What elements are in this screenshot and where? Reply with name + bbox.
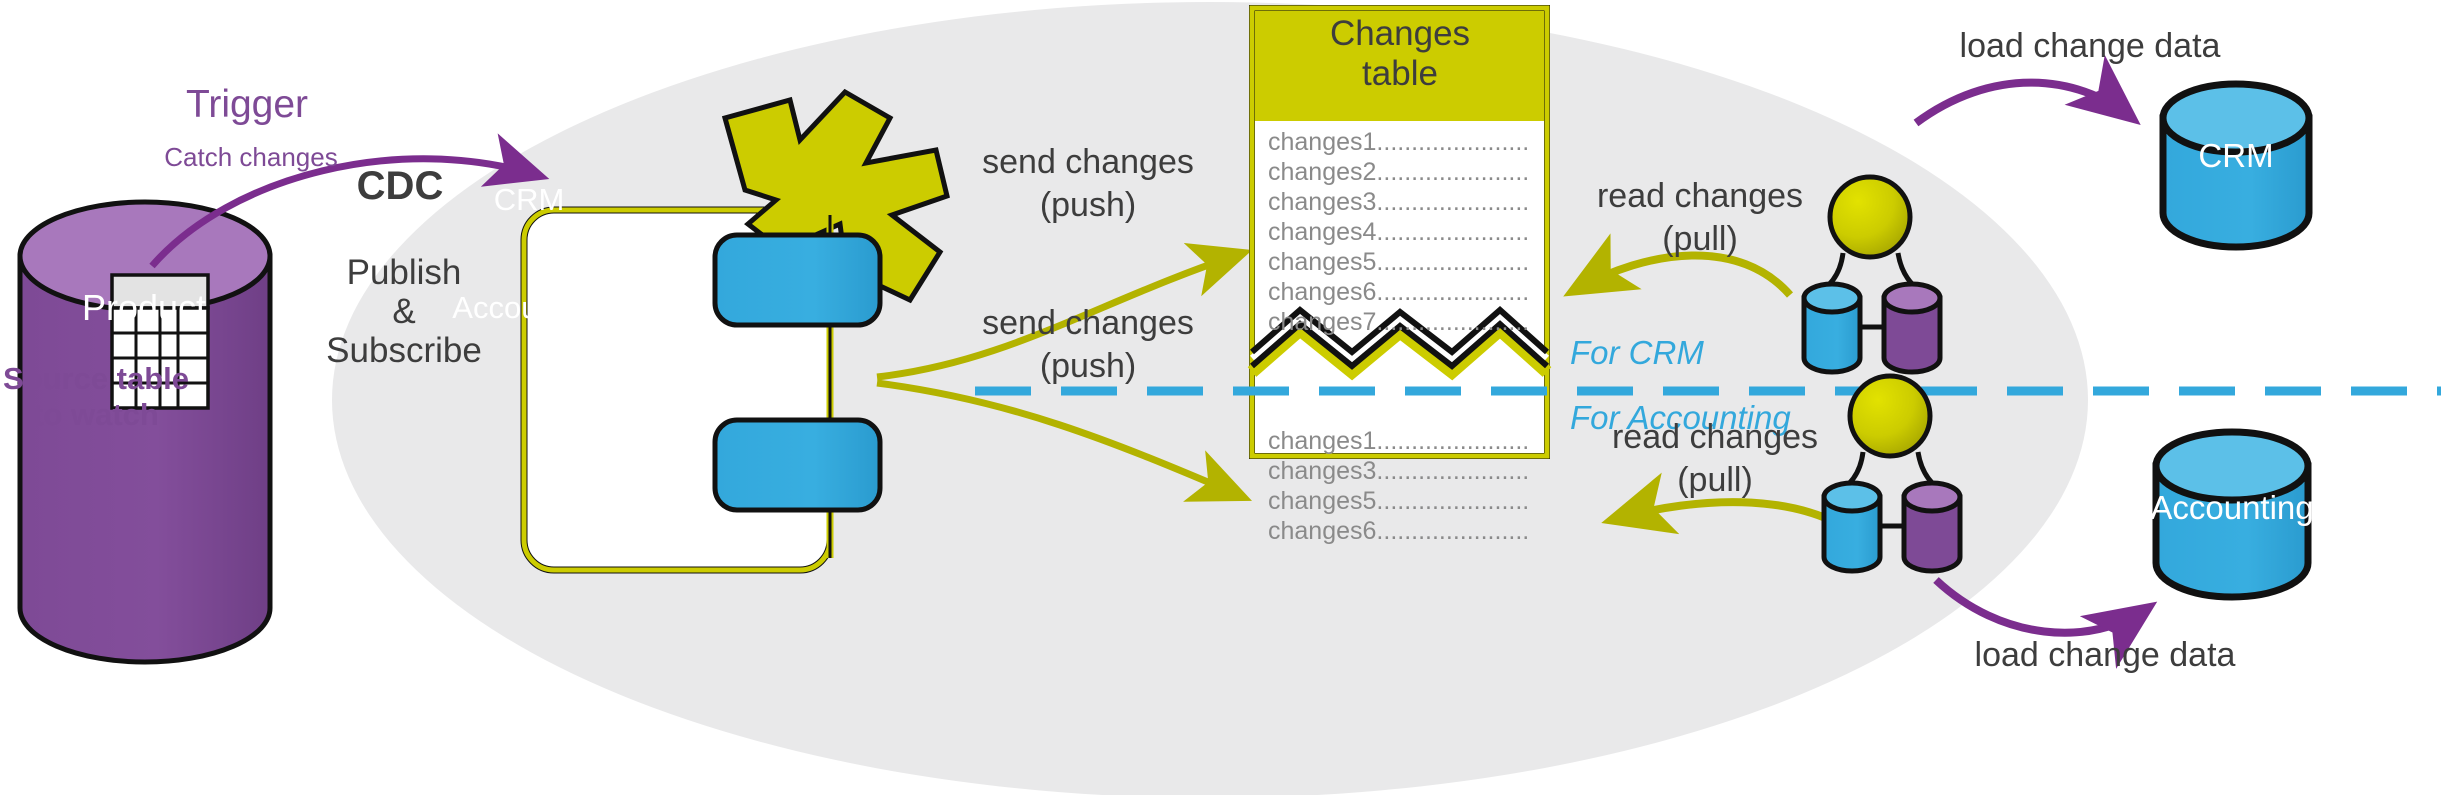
load-arrow-accounting [1933, 577, 2158, 669]
changes-table-title-line1: Changes [1329, 14, 1471, 53]
target-cylinder-accounting [2152, 428, 2312, 601]
changes-table-title-line2: table [1362, 54, 1438, 93]
trigger-arrow [149, 133, 550, 269]
target-label-accounting: Accounting [2150, 489, 2314, 526]
catch-changes-label: Catch changes [164, 142, 338, 172]
changes-row-crm-0: changes1...................... [1268, 128, 1530, 156]
changes-row-crm-2: changes3...................... [1268, 188, 1530, 216]
load-arrow-crm [1913, 54, 2141, 127]
etl-agent-crm [1801, 174, 1943, 375]
changes-row-acct-1: changes3...................... [1268, 457, 1530, 485]
topic-accounting-label[interactable]: Accounting [452, 290, 606, 325]
push-label-accounting-line2: (push) [1039, 347, 1137, 385]
topic-accounting [712, 417, 883, 513]
read-label-crm-line2: (pull) [1662, 220, 1738, 258]
push-arrow-crm [876, 243, 1253, 381]
product-cylinder-label: Product [81, 287, 207, 328]
cdc-subtitle-line1: Publish [346, 253, 462, 292]
changes-row-acct-0: changes1...................... [1268, 427, 1530, 455]
source-caption-line2: to watch [33, 397, 159, 432]
cdc-title: CDC [356, 164, 444, 208]
changes-row-acct-3: changes6...................... [1268, 517, 1530, 545]
cdc-subtitle-line3: Subscribe [326, 331, 482, 370]
cdc-subtitle-line2: & [392, 292, 416, 331]
torn-separator [1247, 321, 1552, 381]
load-label-crm: load change data [1959, 27, 2221, 65]
source-caption-line1: Source table [2, 361, 190, 396]
changes-row-crm-3: changes4...................... [1268, 218, 1530, 246]
target-label-crm: CRM [2198, 137, 2274, 174]
changes-row-crm-5: changes6...................... [1268, 278, 1530, 306]
source-table-icon [110, 273, 210, 410]
load-label-accounting: load change data [1974, 636, 2236, 674]
push-label-crm-line2: (push) [1039, 186, 1137, 224]
partition-label-accounting: For Accounting [1570, 399, 1791, 436]
changes-row-crm-4: changes5...................... [1268, 248, 1530, 276]
push-arrow-accounting [876, 379, 1253, 502]
topic-crm [712, 232, 883, 328]
pull-arrow-crm [1563, 233, 1794, 298]
read-label-accounting-line2: (pull) [1677, 461, 1753, 499]
read-label-accounting-line1: read changes [1611, 418, 1819, 456]
topic-crm-label[interactable]: CRM [493, 182, 565, 217]
etl-agent-accounting [1821, 373, 1963, 574]
changes-table-shape [1247, 5, 1552, 459]
push-label-accounting-line1: send changes [982, 304, 1194, 342]
push-label-crm-line1: send changes [982, 143, 1194, 181]
trigger-label: Trigger [185, 83, 309, 126]
changes-row-crm-1: changes2...................... [1268, 158, 1530, 186]
changes-row-crm-6: changes7...................... [1268, 308, 1530, 336]
changes-row-acct-2: changes5...................... [1268, 487, 1530, 515]
partition-label-crm: For CRM [1570, 334, 1704, 371]
read-label-crm-line1: read changes [1596, 177, 1804, 215]
target-cylinder-crm [2159, 80, 2313, 251]
